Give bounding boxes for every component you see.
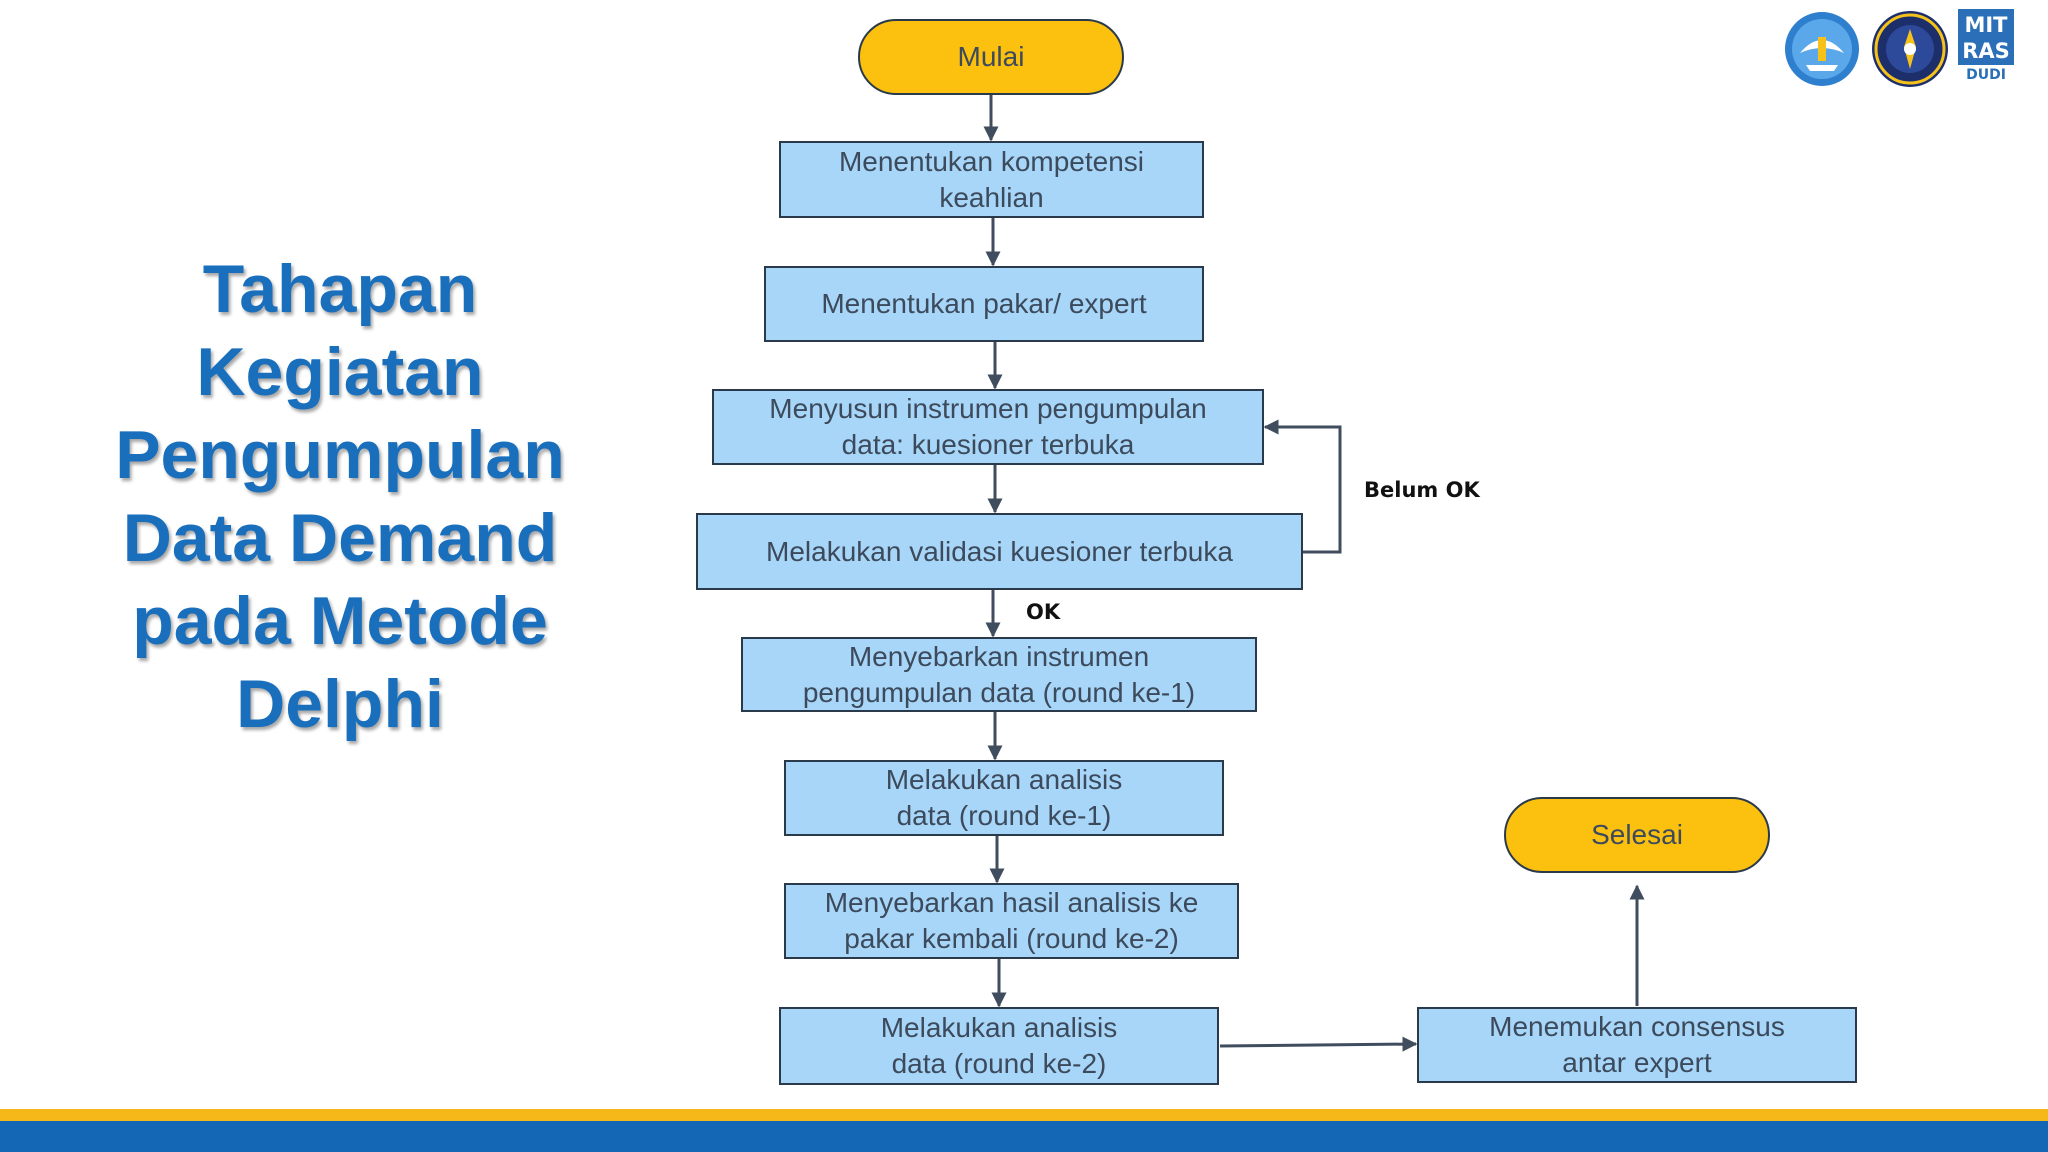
node-mulai: Mulai	[858, 19, 1124, 95]
node-kompetensi: Menentukan kompetensi keahlian	[779, 141, 1204, 218]
title-line: Pengumpulan	[115, 417, 565, 493]
node-konsensus: Menemukan consensus antar expert	[1417, 1007, 1857, 1083]
node-sebar1: Menyebarkan instrumen pengumpulan data (…	[741, 637, 1257, 712]
node-pakar: Menentukan pakar/ expert	[764, 266, 1204, 342]
node-validasi: Melakukan validasi kuesioner terbuka	[696, 513, 1303, 590]
title-line: Tahapan	[202, 251, 478, 327]
node-instrumen: Menyusun instrumen pengumpulan data: kue…	[712, 389, 1264, 465]
mitras-dudi-logo: MIT RAS DUDI	[1958, 9, 2018, 85]
page-title: Tahapan Kegiatan Pengumpulan Data Demand…	[60, 248, 620, 746]
title-line: Kegiatan	[196, 334, 484, 410]
footer-bar-blue	[0, 1121, 2048, 1152]
edge-label-ok: OK	[1026, 600, 1061, 624]
edge-label-belum-ok: Belum OK	[1364, 478, 1480, 502]
title-line: Data Demand	[122, 500, 558, 576]
footer-bar-yellow	[0, 1109, 2048, 1121]
node-sebar2: Menyebarkan hasil analisis ke pakar kemb…	[784, 883, 1239, 959]
title-line: Delphi	[236, 666, 444, 742]
edge-analisis2-konsensus	[1219, 1036, 1418, 1052]
university-seal-logo	[1870, 9, 1950, 89]
logo-text: RAS	[1962, 39, 2010, 63]
node-analisis2: Melakukan analisis data (round ke-2)	[779, 1007, 1219, 1085]
logo-subtext: DUDI	[1966, 67, 2006, 83]
title-line: pada Metode	[132, 583, 548, 659]
logo-text: MIT	[1964, 13, 2008, 37]
node-analisis1: Melakukan analisis data (round ke-1)	[784, 760, 1224, 836]
edge-validasi-loop	[1263, 419, 1342, 554]
kemendikbud-logo	[1782, 9, 1862, 89]
node-selesai: Selesai	[1504, 797, 1770, 873]
